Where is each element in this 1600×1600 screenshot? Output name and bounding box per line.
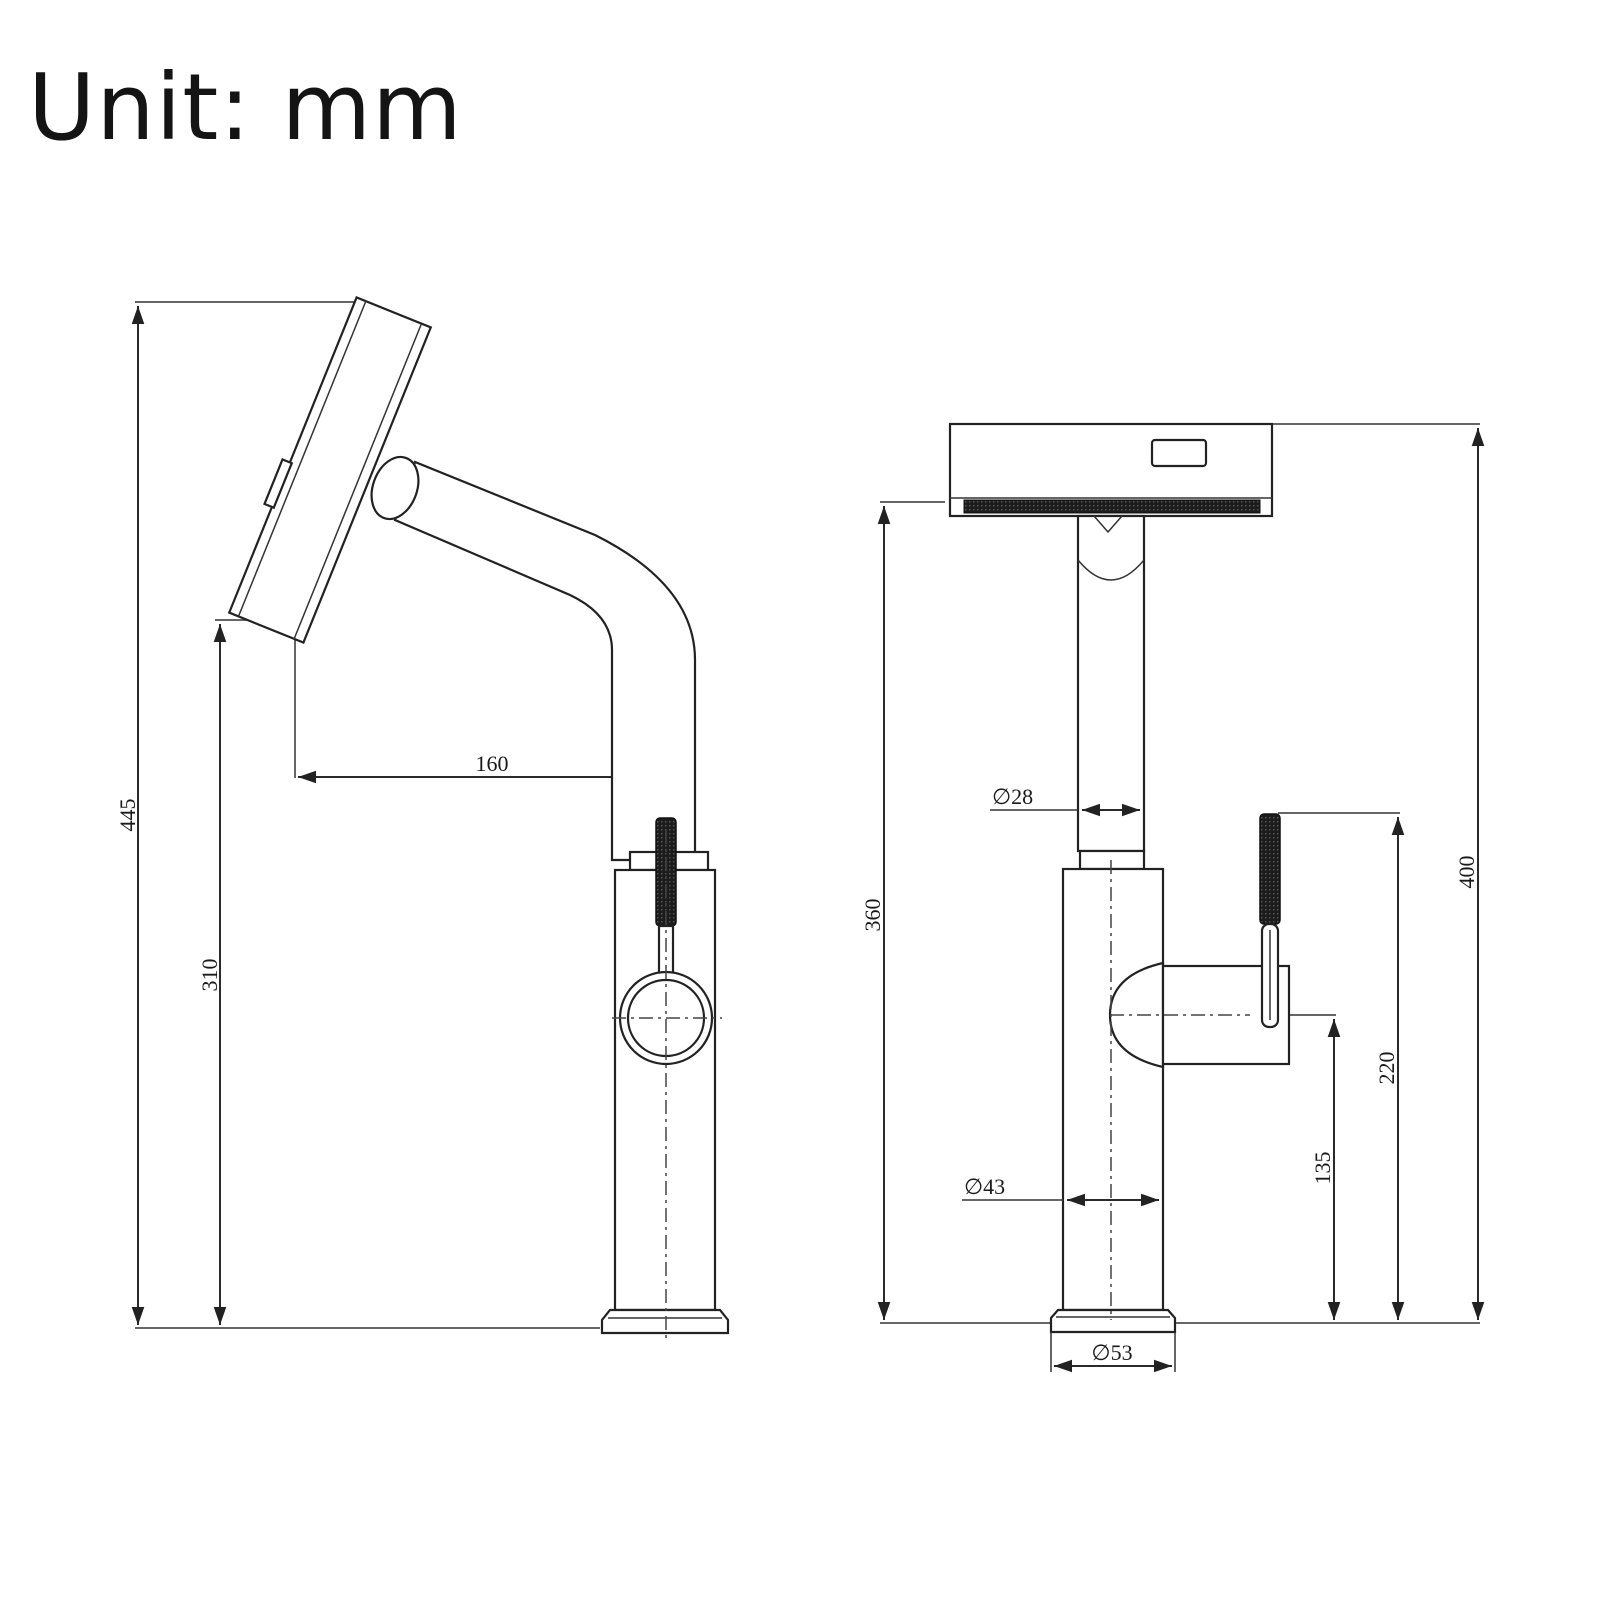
dim-label-400: 400 xyxy=(1454,856,1479,889)
aerator-strip xyxy=(963,499,1261,514)
dim-label-310: 310 xyxy=(197,959,222,992)
dim-label-220: 220 xyxy=(1374,1052,1399,1085)
unit-label: Unit: mm xyxy=(28,54,463,161)
lever-grip-front xyxy=(1259,813,1281,925)
spray-head-button xyxy=(263,458,294,510)
dim-label-43: ∅43 xyxy=(964,1174,1005,1199)
side-view: 445 310 160 xyxy=(115,295,730,1340)
dim-label-135: 135 xyxy=(1310,1152,1335,1185)
spout-tube-bend xyxy=(1077,559,1145,581)
dim-label-360: 360 xyxy=(860,899,885,932)
spout-arm xyxy=(393,460,697,862)
faucet-body-front xyxy=(1061,867,1165,1312)
front-view: 360 400 220 135 xyxy=(860,422,1485,1373)
spout-collar-front xyxy=(1078,849,1146,871)
dim-label-160: 160 xyxy=(476,751,509,776)
spray-head-button-front xyxy=(1150,438,1208,468)
spray-head-body xyxy=(227,295,433,645)
spout-connector xyxy=(1093,515,1123,534)
swivel-collar xyxy=(370,455,420,521)
spout-tube-front xyxy=(1076,514,1146,853)
dim-label-445: 445 xyxy=(115,799,140,832)
faucet-base-front xyxy=(1049,1308,1177,1334)
dim-label-28: ∅28 xyxy=(992,784,1033,809)
faucet-base-side xyxy=(600,1308,730,1335)
spray-head-side xyxy=(227,295,433,645)
dim-label-53: ∅53 xyxy=(1091,1340,1132,1365)
